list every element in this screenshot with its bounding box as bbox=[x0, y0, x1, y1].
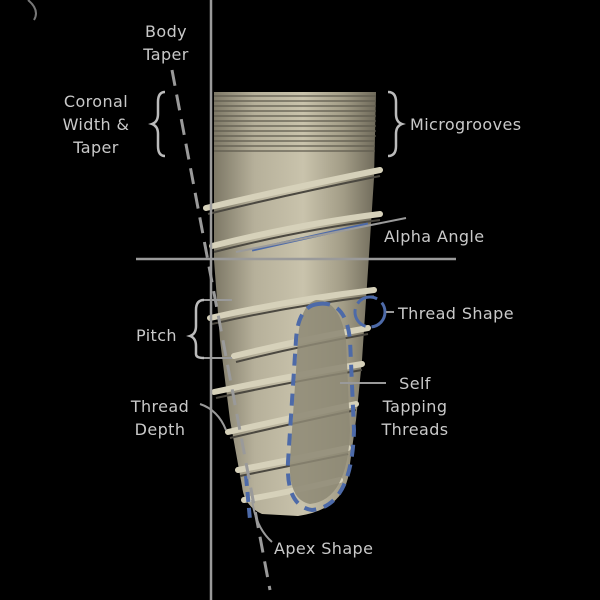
label-coronal-width-taper: Coronal Width & Taper bbox=[44, 90, 148, 159]
microgrooves-bracket bbox=[388, 92, 402, 156]
label-body-taper: Body Taper bbox=[124, 20, 208, 66]
label-self-tapping-threads: Self Tapping Threads bbox=[374, 372, 456, 441]
label-thread-shape: Thread Shape bbox=[398, 302, 514, 325]
label-apex-shape: Apex Shape bbox=[274, 537, 373, 560]
label-microgrooves: Microgrooves bbox=[410, 113, 521, 136]
coronal-bracket bbox=[152, 92, 165, 156]
label-pitch: Pitch bbox=[136, 324, 177, 347]
pitch-bracket bbox=[190, 300, 204, 358]
corner-arc bbox=[28, 0, 36, 20]
label-thread-depth: Thread Depth bbox=[120, 395, 200, 441]
thread-depth-pointer bbox=[200, 404, 226, 430]
label-alpha-angle: Alpha Angle bbox=[384, 225, 485, 248]
